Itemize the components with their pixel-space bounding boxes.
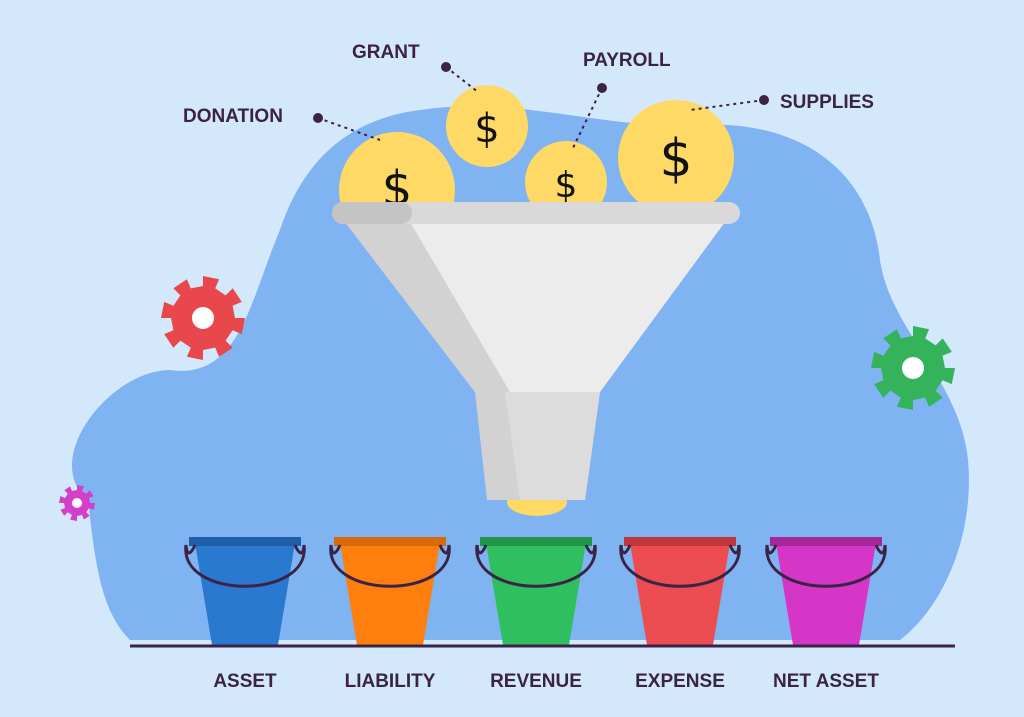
bucket-row xyxy=(184,537,887,645)
bucket-expense xyxy=(619,537,741,645)
bucket-label-net-asset: NET ASSET xyxy=(773,671,879,692)
gear-icon-red xyxy=(161,276,245,360)
bucket-label-expense: EXPENSE xyxy=(635,671,725,692)
label-supplies: SUPPLIES xyxy=(780,92,874,113)
bucket-revenue xyxy=(475,537,597,645)
gear-icon-magenta xyxy=(59,485,95,521)
bucket-net-asset xyxy=(765,537,887,645)
bucket-asset xyxy=(184,537,306,645)
bucket-label-liability: LIABILITY xyxy=(345,671,436,692)
gear-icon-green xyxy=(871,326,955,410)
svg-text:$: $ xyxy=(555,165,578,206)
bucket-label-asset: ASSET xyxy=(213,671,277,692)
funnel-rim xyxy=(332,202,740,224)
funnel xyxy=(332,202,740,500)
svg-text:$: $ xyxy=(474,106,499,152)
coin-supplies: $ xyxy=(618,100,734,216)
label-payroll: PAYROLL xyxy=(583,50,671,71)
bucket-liability xyxy=(329,537,451,645)
label-donation: DONATION xyxy=(183,106,283,127)
svg-text:$: $ xyxy=(659,129,692,189)
coin-grant: $ xyxy=(446,85,528,167)
label-grant: GRANT xyxy=(352,42,420,63)
bucket-labels: ASSET LIABILITY REVENUE EXPENSE NET ASSET xyxy=(213,671,879,692)
leader-supplies xyxy=(689,95,769,111)
bucket-label-revenue: REVENUE xyxy=(490,671,582,692)
leader-donation xyxy=(313,113,381,141)
leader-grant xyxy=(441,62,479,93)
leader-payroll xyxy=(571,83,607,151)
